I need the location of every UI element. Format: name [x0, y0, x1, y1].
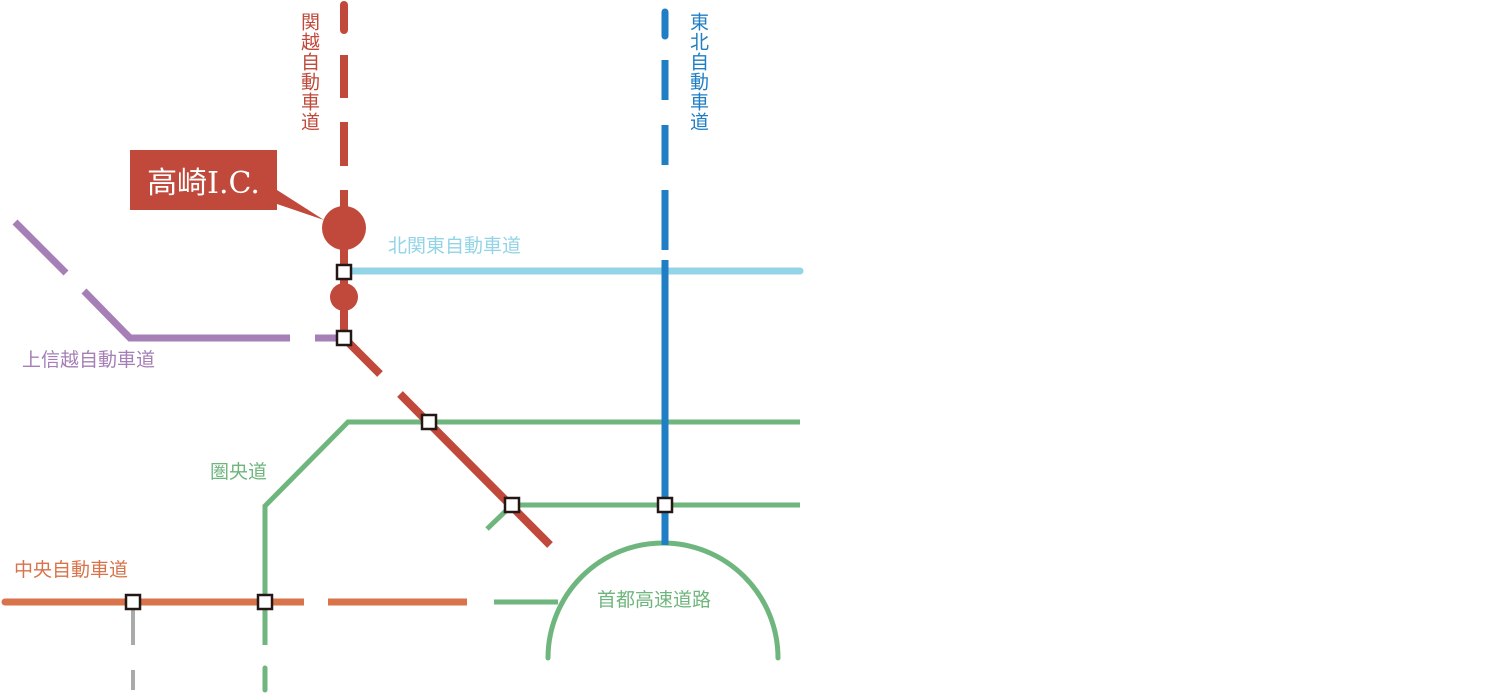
tohoku-label: 東北自動車道 — [687, 12, 709, 132]
junction-marker[interactable] — [124, 593, 142, 611]
kanetsu-label: 関越自動車道 — [298, 12, 320, 132]
takasaki-ic-marker[interactable] — [322, 206, 366, 250]
chuo-label: 中央自動車道 — [14, 559, 129, 581]
takasaki-ic-callout: 高崎I.C. — [130, 150, 277, 210]
junction-marker[interactable] — [420, 413, 438, 431]
junction-marker[interactable] — [335, 263, 353, 281]
kitakanto-label: 北関東自動車道 — [388, 235, 522, 257]
kanetsu-road — [340, 1, 553, 548]
joshinetsu-label: 上信越自動車道 — [22, 349, 156, 371]
kenodo-label: 圏央道 — [210, 461, 268, 483]
junction-marker[interactable] — [503, 496, 521, 514]
shuto-label: 首都高速道路 — [597, 589, 712, 611]
junction-marker[interactable] — [335, 329, 353, 347]
junction-marker[interactable] — [256, 593, 274, 611]
ic-marker[interactable] — [330, 283, 358, 311]
junction-marker[interactable] — [656, 496, 674, 514]
callout-pointer — [277, 190, 324, 220]
joshinetsu-road — [12, 219, 344, 342]
callout-label: 高崎I.C. — [147, 166, 260, 201]
